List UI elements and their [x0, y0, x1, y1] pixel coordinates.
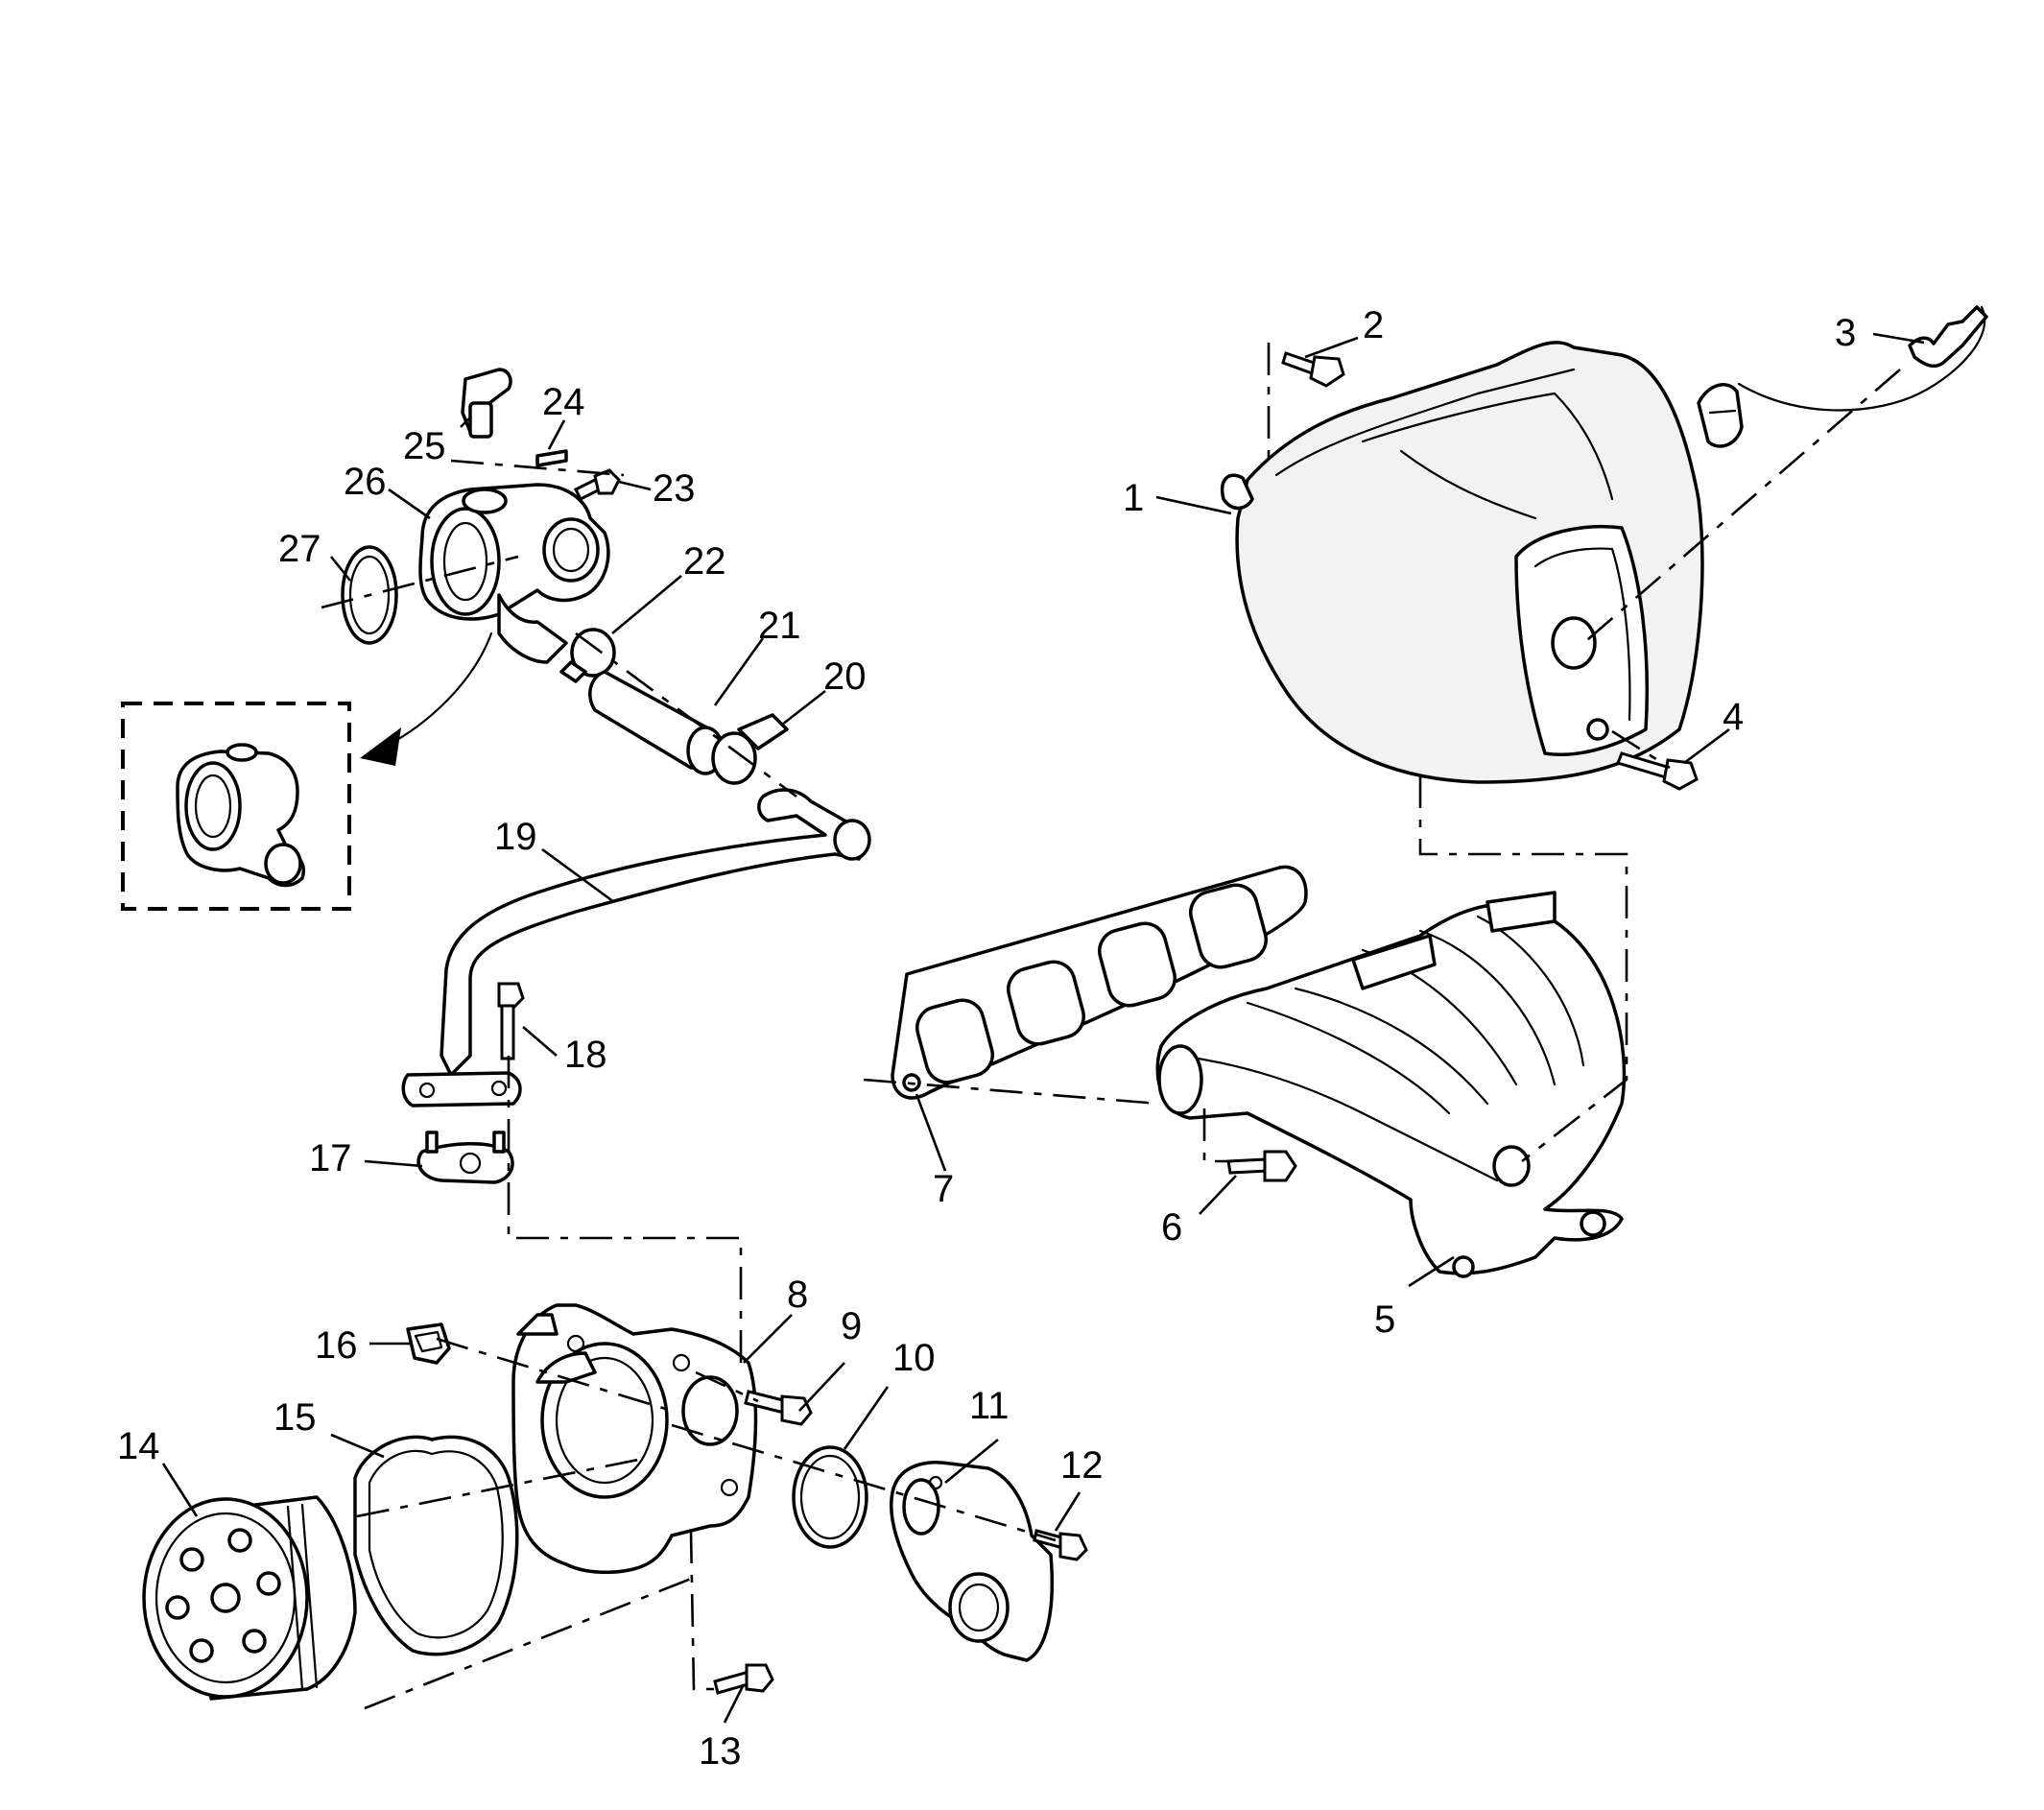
callout-18: 18 — [564, 1034, 607, 1076]
alignment-lines — [321, 343, 1901, 1710]
callout-11: 11 — [969, 1385, 1010, 1427]
water-pump-bolt-13 — [713, 1663, 774, 1695]
callout-2: 2 — [1363, 304, 1384, 346]
callout-7: 7 — [933, 1168, 954, 1210]
callout-4: 4 — [1723, 696, 1744, 738]
manifold-bolt-6 — [1226, 1150, 1297, 1182]
exhaust-manifold — [1155, 891, 1627, 1278]
sensor-retaining-clip — [535, 449, 568, 467]
oxygen-sensor — [1697, 305, 1988, 448]
callout-21: 21 — [758, 605, 801, 647]
callout-17: 17 — [309, 1137, 352, 1179]
callout-27: 27 — [278, 528, 321, 570]
leader-lines — [161, 332, 1925, 1724]
coolant-pipe — [401, 788, 871, 1107]
callout-9: 9 — [841, 1305, 862, 1347]
callout-8: 8 — [787, 1274, 808, 1316]
water-pump-housing — [511, 1303, 758, 1575]
callout-25: 25 — [403, 425, 446, 467]
callout-5: 5 — [1374, 1298, 1395, 1341]
water-pump-gasket — [353, 1435, 519, 1656]
water-outlet-bolt — [573, 468, 621, 502]
callout-12: 12 — [1060, 1444, 1104, 1487]
heat-shield-bolt-4 — [1615, 751, 1699, 791]
thermostat-housing — [889, 1461, 1055, 1662]
callout-1: 1 — [1123, 477, 1144, 519]
water-pump-bolt-9 — [744, 1390, 813, 1426]
callout-24: 24 — [542, 381, 585, 423]
callout-15: 15 — [273, 1396, 317, 1439]
water-outlet-housing — [418, 483, 610, 664]
exhaust-manifold-heat-shield — [1221, 341, 1704, 784]
callout-13: 13 — [699, 1730, 742, 1773]
callout-20: 20 — [823, 655, 867, 698]
water-outlet-detail-inset — [121, 702, 351, 911]
callout-10: 10 — [892, 1337, 936, 1379]
water-pump-pulley — [142, 1495, 357, 1701]
coolant-hose — [588, 670, 726, 775]
callout-26: 26 — [344, 461, 387, 503]
pipe-gasket — [416, 1131, 514, 1184]
callout-3: 3 — [1835, 312, 1856, 354]
callout-19: 19 — [494, 816, 537, 858]
heat-shield-bolt-2 — [1281, 351, 1345, 388]
coolant-temperature-sensor — [461, 368, 512, 439]
callout-6: 6 — [1161, 1206, 1182, 1249]
exhaust-manifold-gasket — [891, 865, 1308, 1100]
callout-14: 14 — [117, 1425, 160, 1467]
detail-arrow — [360, 631, 493, 766]
callout-labels: 1 2 3 4 5 6 7 8 9 10 11 12 13 14 15 16 1… — [117, 304, 1856, 1773]
callout-23: 23 — [653, 467, 696, 510]
thermostat-o-ring — [792, 1445, 868, 1549]
pipe-bolt — [497, 982, 525, 1060]
hose-clamp-22 — [559, 628, 616, 683]
callout-16: 16 — [315, 1324, 358, 1367]
callout-22: 22 — [683, 540, 726, 583]
hose-clamp-20 — [711, 713, 789, 785]
water-pump-seal — [406, 1322, 451, 1365]
